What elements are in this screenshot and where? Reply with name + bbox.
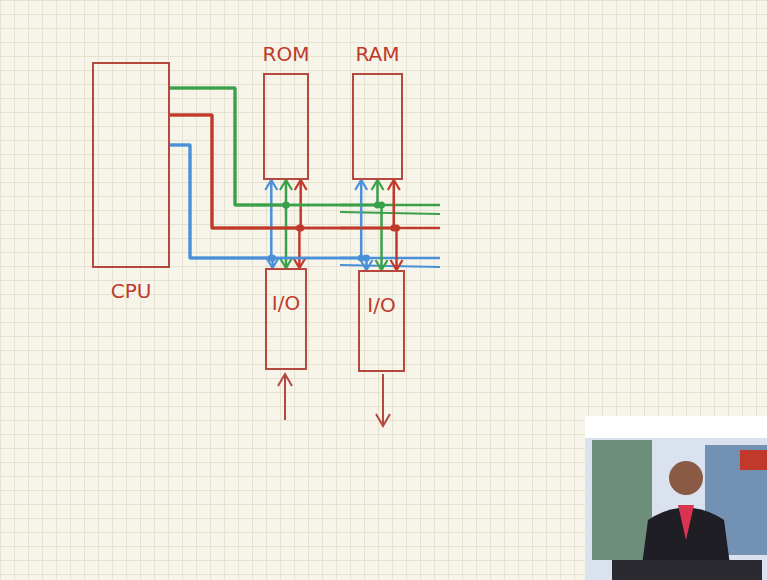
arrowhead bbox=[267, 258, 279, 268]
arrowhead bbox=[280, 180, 292, 190]
arrowhead bbox=[280, 258, 292, 268]
output-arrow bbox=[382, 374, 384, 424]
box-heading: RAM bbox=[355, 43, 399, 65]
bus-line bbox=[170, 145, 271, 258]
arrowhead bbox=[265, 180, 277, 190]
bus-tap-dot bbox=[378, 202, 385, 209]
inset-desk bbox=[612, 560, 762, 580]
input-arrowhead bbox=[278, 374, 292, 386]
bus-line bbox=[170, 115, 397, 270]
box-label: I/O bbox=[367, 294, 395, 316]
data-bus-line bbox=[340, 212, 440, 214]
bus-line bbox=[170, 88, 378, 205]
bus-line bbox=[170, 145, 367, 270]
presenter-head bbox=[669, 461, 703, 495]
input-arrow bbox=[284, 376, 286, 420]
inset-banner bbox=[585, 416, 767, 438]
box-label: I/O bbox=[272, 292, 300, 314]
video-inset bbox=[585, 416, 767, 580]
bus-line bbox=[170, 145, 273, 268]
cpu-box: CPU bbox=[92, 62, 170, 268]
arrowhead bbox=[295, 180, 307, 190]
arrowhead bbox=[372, 180, 384, 190]
inset-panel bbox=[592, 440, 652, 560]
bus-line bbox=[170, 145, 361, 258]
memory-box: ROM bbox=[263, 73, 309, 180]
address-bus-line bbox=[340, 265, 440, 267]
arrowhead bbox=[360, 260, 372, 270]
inset-background bbox=[585, 416, 767, 580]
output-arrowhead bbox=[376, 414, 390, 426]
io-box: I/O bbox=[265, 268, 307, 370]
box-heading: CPU bbox=[111, 280, 152, 302]
bus-tap-dot bbox=[393, 225, 400, 232]
io-box: I/O bbox=[358, 270, 405, 372]
bus-tap-dot bbox=[363, 255, 370, 262]
arrowhead bbox=[293, 258, 305, 268]
arrowhead bbox=[388, 180, 400, 190]
memory-box: RAM bbox=[352, 73, 403, 180]
presenter-shirt bbox=[678, 505, 694, 540]
bus-line bbox=[170, 88, 286, 205]
arrowhead bbox=[376, 260, 388, 270]
arrowhead bbox=[355, 180, 367, 190]
inset-logo bbox=[740, 450, 767, 470]
box-heading: ROM bbox=[263, 43, 310, 65]
arrowhead bbox=[391, 260, 403, 270]
